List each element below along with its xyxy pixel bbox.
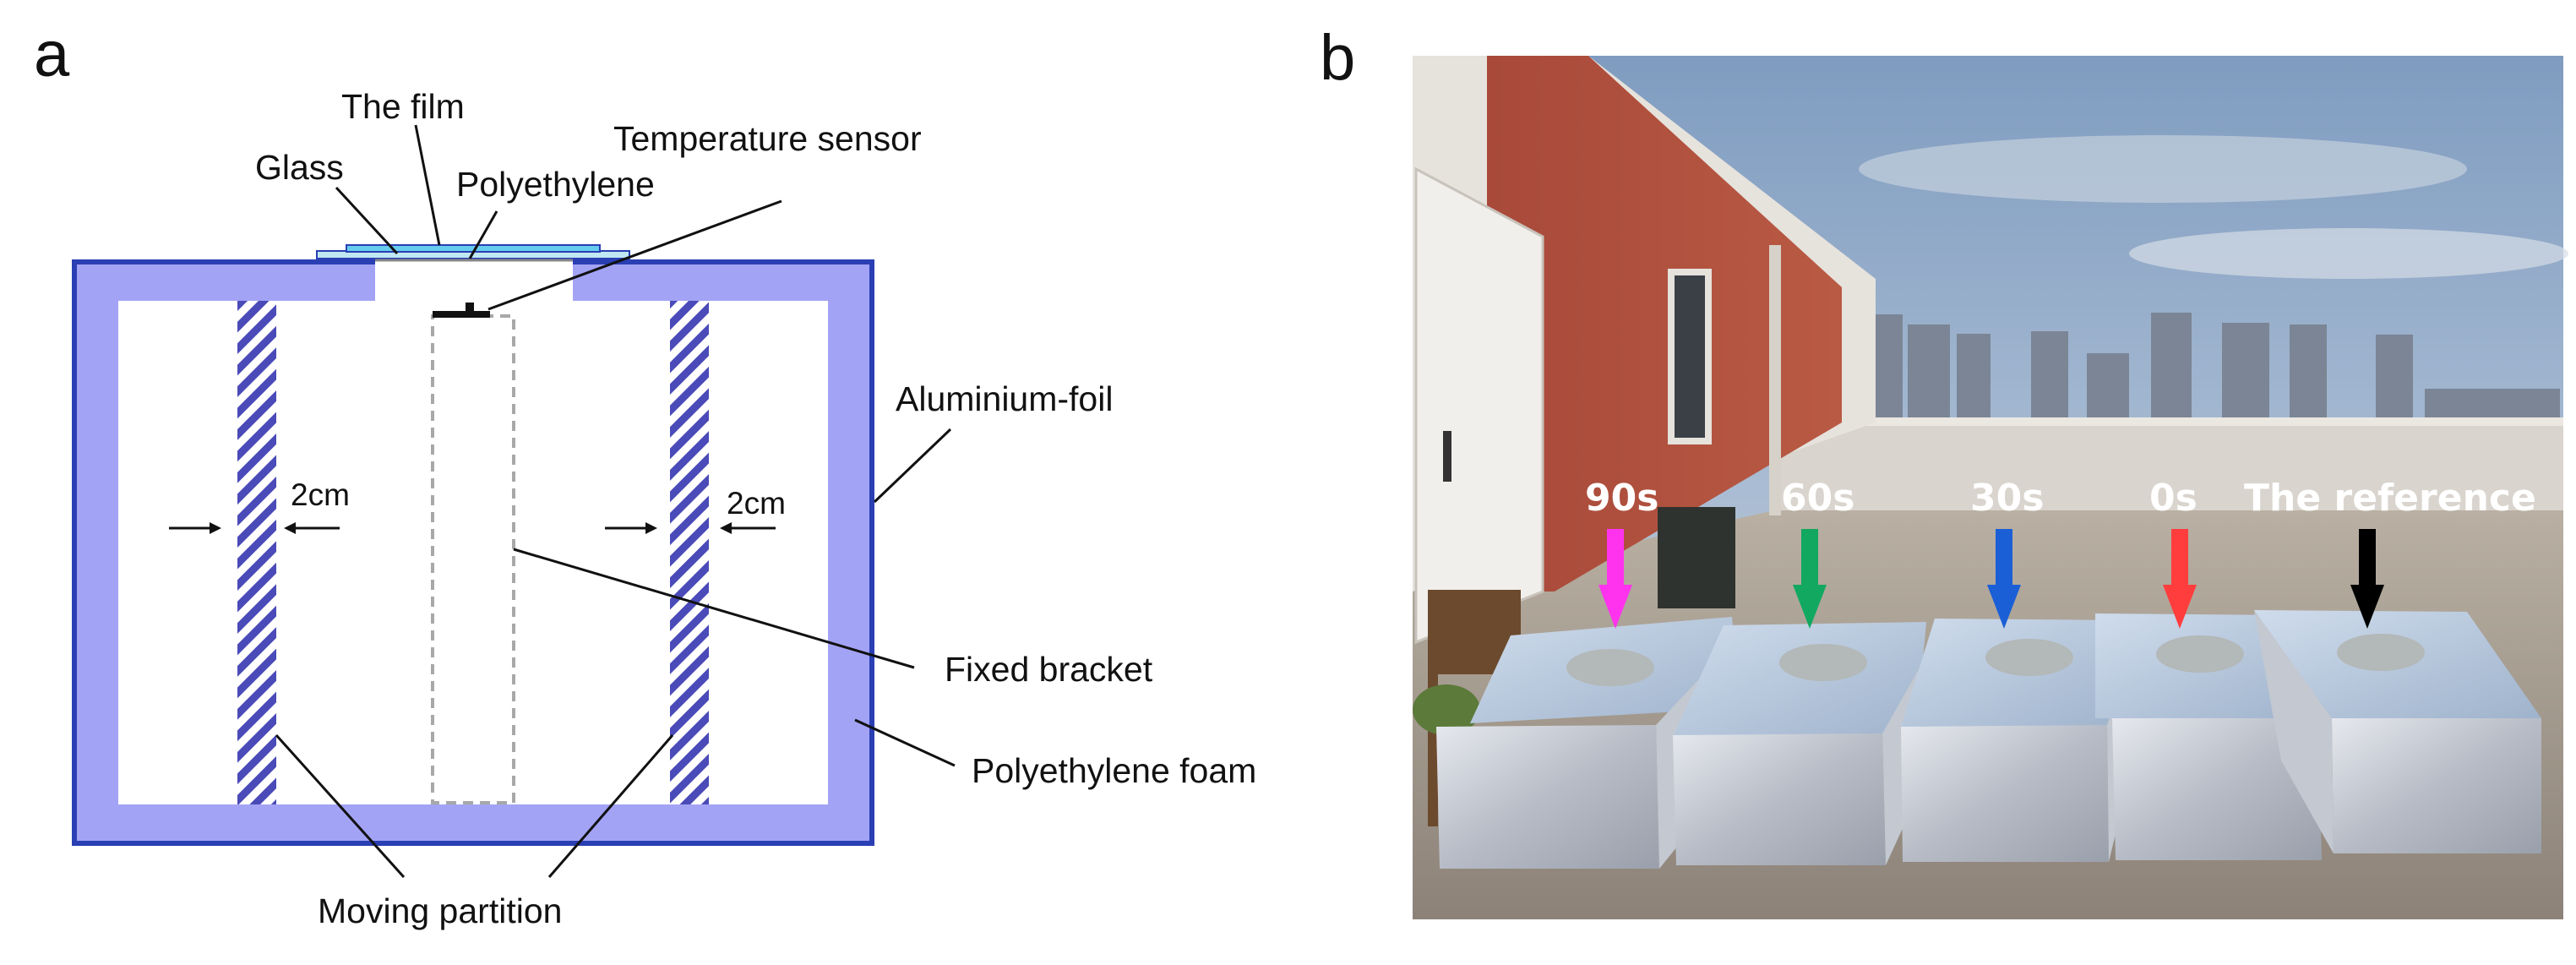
box-end bbox=[2254, 610, 2334, 853]
box-arrow-30s bbox=[1987, 529, 2021, 629]
leader-fixed-bracket bbox=[513, 548, 915, 669]
arrow-shaft bbox=[1996, 529, 2012, 590]
foil-box-3 bbox=[1901, 619, 2132, 862]
temperature-sensor bbox=[433, 303, 490, 318]
moving-partition-left bbox=[237, 301, 276, 804]
moving-partition-right bbox=[670, 301, 709, 804]
building bbox=[1957, 334, 1991, 427]
panel-a: a 2cm bbox=[34, 19, 1256, 930]
box-label-90s: 90s bbox=[1585, 477, 1658, 520]
building bbox=[2151, 313, 2192, 426]
box-arrow-90s bbox=[1598, 529, 1632, 629]
box-side bbox=[2332, 718, 2541, 853]
arrow-head bbox=[1987, 585, 2021, 629]
cloud bbox=[2129, 228, 2568, 279]
arrow-head bbox=[1793, 585, 1827, 629]
label-temperature-sensor: Temperature sensor bbox=[613, 119, 922, 158]
box-label-0s: 0s bbox=[2149, 477, 2197, 520]
building bbox=[2031, 331, 2068, 426]
arrow-head bbox=[2163, 585, 2197, 629]
gap-arrowhead-left-out bbox=[284, 522, 296, 534]
label-aluminium-foil: Aluminium-foil bbox=[896, 379, 1113, 418]
gap-label-left: 2cm bbox=[291, 477, 350, 512]
parapet-cap bbox=[1771, 417, 2563, 426]
panel-a-label: a bbox=[34, 19, 70, 90]
label-fixed-bracket: Fixed bracket bbox=[945, 650, 1153, 689]
leader-polyethylene bbox=[468, 210, 498, 259]
box-label-30s: 30s bbox=[1970, 477, 2044, 520]
brick-wall bbox=[1487, 56, 1842, 592]
gap-arrowhead-right-in bbox=[645, 522, 657, 534]
leader-moving-partition-left bbox=[275, 733, 406, 879]
door-handle bbox=[1443, 431, 1451, 482]
top-opening bbox=[375, 260, 573, 303]
arrow-shaft bbox=[1607, 529, 1624, 590]
box-arrow-0s bbox=[2163, 529, 2197, 629]
leader-aluminium-foil bbox=[873, 428, 952, 504]
box-side bbox=[1673, 733, 1886, 865]
foil-box-5 bbox=[2254, 610, 2541, 853]
gap-arrowhead-left-in bbox=[210, 522, 221, 534]
box-film-window bbox=[1985, 639, 2073, 676]
building bbox=[2087, 353, 2129, 426]
city-skyline bbox=[1869, 313, 2560, 427]
window bbox=[1668, 269, 1712, 444]
label-glass: Glass bbox=[255, 148, 344, 187]
building bbox=[2290, 324, 2327, 426]
box-arrow-reference bbox=[2350, 529, 2384, 629]
label-polyethylene: Polyethylene bbox=[456, 165, 655, 204]
leader-lines bbox=[275, 124, 956, 879]
sensor-base bbox=[433, 311, 490, 318]
box-film-window bbox=[1566, 649, 1654, 686]
leader-moving-partition-right bbox=[547, 734, 674, 878]
arrow-head bbox=[1598, 585, 1632, 629]
arrow-head bbox=[2350, 585, 2384, 629]
leader-the-film bbox=[414, 124, 441, 246]
box-side bbox=[1901, 725, 2109, 862]
building bbox=[2376, 335, 2413, 426]
building bbox=[1908, 324, 1950, 426]
box-label-60s: 60s bbox=[1781, 477, 1854, 520]
label-polyethylene-foam: Polyethylene foam bbox=[972, 751, 1256, 790]
arrow-shaft bbox=[2359, 529, 2376, 590]
foam-box bbox=[72, 259, 874, 846]
leader-glass bbox=[335, 186, 399, 255]
building bbox=[2222, 323, 2269, 426]
leader-temperature-sensor bbox=[487, 199, 782, 311]
box-top bbox=[1673, 622, 1926, 737]
arrow-shaft bbox=[2171, 529, 2188, 590]
sensor-tip bbox=[466, 303, 474, 313]
cloud bbox=[1859, 135, 2467, 203]
foam-cavity bbox=[118, 301, 828, 804]
door bbox=[1414, 166, 1544, 645]
box-film-window bbox=[2337, 634, 2425, 671]
label-moving-partition: Moving partition bbox=[318, 891, 562, 930]
panel-b-label: b bbox=[1320, 22, 1355, 94]
box-arrow-60s bbox=[1793, 529, 1827, 629]
label-the-film: The film bbox=[341, 87, 465, 126]
grill bbox=[1658, 507, 1735, 608]
pipe bbox=[1769, 245, 1781, 515]
plant bbox=[1413, 684, 1480, 735]
gap-arrowhead-right-out bbox=[720, 522, 732, 534]
box-side bbox=[2112, 718, 2322, 860]
gap-label-right: 2cm bbox=[727, 486, 786, 521]
parapet-wall bbox=[1771, 417, 2563, 510]
arrow-shaft bbox=[1801, 529, 1818, 590]
box-label-the-reference: The reference bbox=[2244, 477, 2536, 520]
box-film-window bbox=[1779, 644, 1867, 681]
box-side bbox=[1436, 725, 1659, 869]
box-film-window bbox=[2156, 635, 2244, 673]
leader-polyethylene-foam bbox=[854, 718, 956, 767]
gap-dimension-left bbox=[169, 522, 340, 534]
rooftop-photo bbox=[1413, 56, 2568, 919]
gap-dimension-right bbox=[605, 522, 776, 534]
foil-box-2 bbox=[1673, 622, 1930, 865]
panel-b: b bbox=[1320, 22, 2568, 919]
